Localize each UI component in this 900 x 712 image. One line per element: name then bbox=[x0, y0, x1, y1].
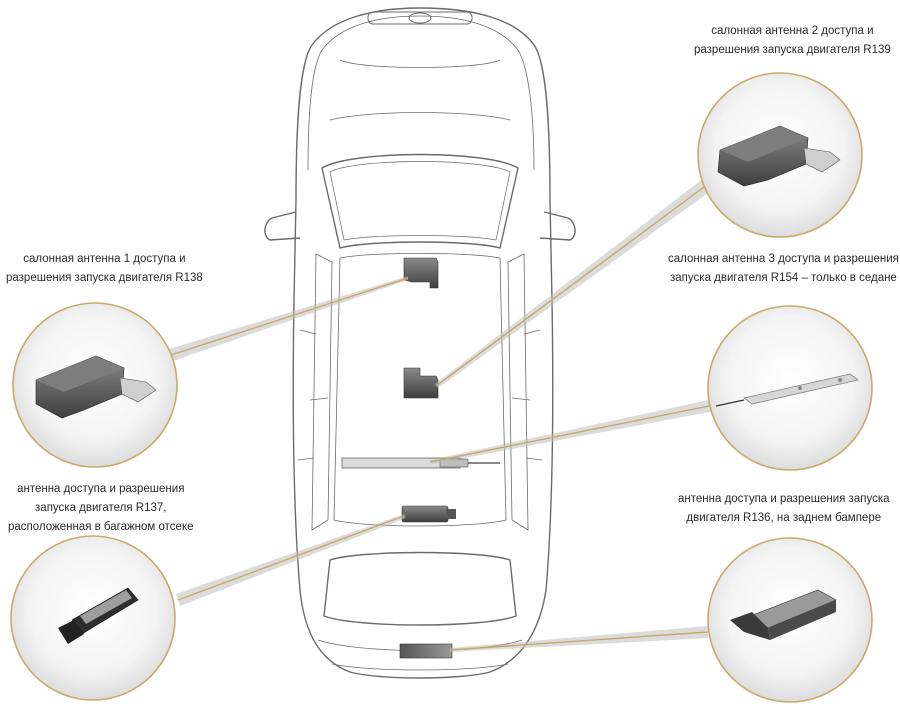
antenna-r136-detail bbox=[730, 589, 837, 640]
label-r138-line-1: салонная антенна 1 доступа и bbox=[23, 253, 186, 265]
roof bbox=[333, 253, 507, 527]
windshield bbox=[321, 153, 519, 249]
antenna-r137-on-car bbox=[401, 505, 456, 523]
label-r137-line-2: запуска двигателя R137, bbox=[35, 502, 167, 514]
antenna-r136-on-car bbox=[399, 643, 453, 659]
antenna-r154-detail bbox=[715, 373, 859, 407]
leader-r138 bbox=[166, 276, 408, 362]
label-r139-line-2: разрешения запуска двигателя R139 bbox=[694, 44, 891, 56]
antenna-r139-detail bbox=[717, 125, 841, 187]
callout-r154 bbox=[707, 305, 873, 471]
callout-r139 bbox=[697, 72, 863, 238]
brand-logo bbox=[408, 12, 432, 24]
callout-r138 bbox=[12, 302, 178, 468]
label-r154-line-1: салонная антенна 3 доступа и разрешения bbox=[668, 253, 899, 265]
car-body-outline bbox=[292, 7, 554, 679]
label-r136: антенна доступа и разрешения запуска дви… bbox=[678, 490, 890, 528]
antenna-r137-detail bbox=[58, 587, 139, 644]
right-mirror bbox=[539, 211, 576, 241]
antenna-r138-on-car bbox=[403, 257, 439, 289]
rear-window bbox=[323, 551, 517, 626]
label-r154-line-2: запуска двигателя R154 – только в седане bbox=[670, 272, 897, 284]
antenna-r138-detail bbox=[35, 355, 157, 419]
antenna-r139-on-car bbox=[403, 367, 439, 399]
car-top-view bbox=[264, 7, 576, 679]
leader-r154 bbox=[430, 398, 720, 464]
leader-r136 bbox=[450, 626, 708, 652]
label-r137: антенна доступа и разрешения запуска дви… bbox=[8, 480, 194, 537]
leader-lines bbox=[166, 178, 720, 652]
label-r136-line-2: двигателя R136, на заднем бампере bbox=[686, 512, 882, 524]
callout-r136 bbox=[707, 537, 873, 703]
label-r139: салонная антенна 2 доступа и разрешения … bbox=[694, 22, 891, 60]
callout-r137 bbox=[10, 535, 176, 701]
label-r137-line-1: антенна доступа и разрешения bbox=[17, 483, 185, 495]
label-r138: салонная антенна 1 доступа и разрешения … bbox=[6, 250, 203, 288]
left-mirror bbox=[264, 211, 301, 241]
label-r139-line-1: салонная антенна 2 доступа и bbox=[711, 25, 874, 37]
label-r154: салонная антенна 3 доступа и разрешения … bbox=[668, 250, 899, 288]
label-r137-line-3: расположенная в багажном отсеке bbox=[8, 521, 194, 533]
antenna-r154-on-car bbox=[341, 457, 500, 469]
label-r136-line-1: антенна доступа и разрешения запуска bbox=[678, 493, 890, 505]
label-r138-line-2: разрешения запуска двигателя R138 bbox=[6, 272, 203, 284]
